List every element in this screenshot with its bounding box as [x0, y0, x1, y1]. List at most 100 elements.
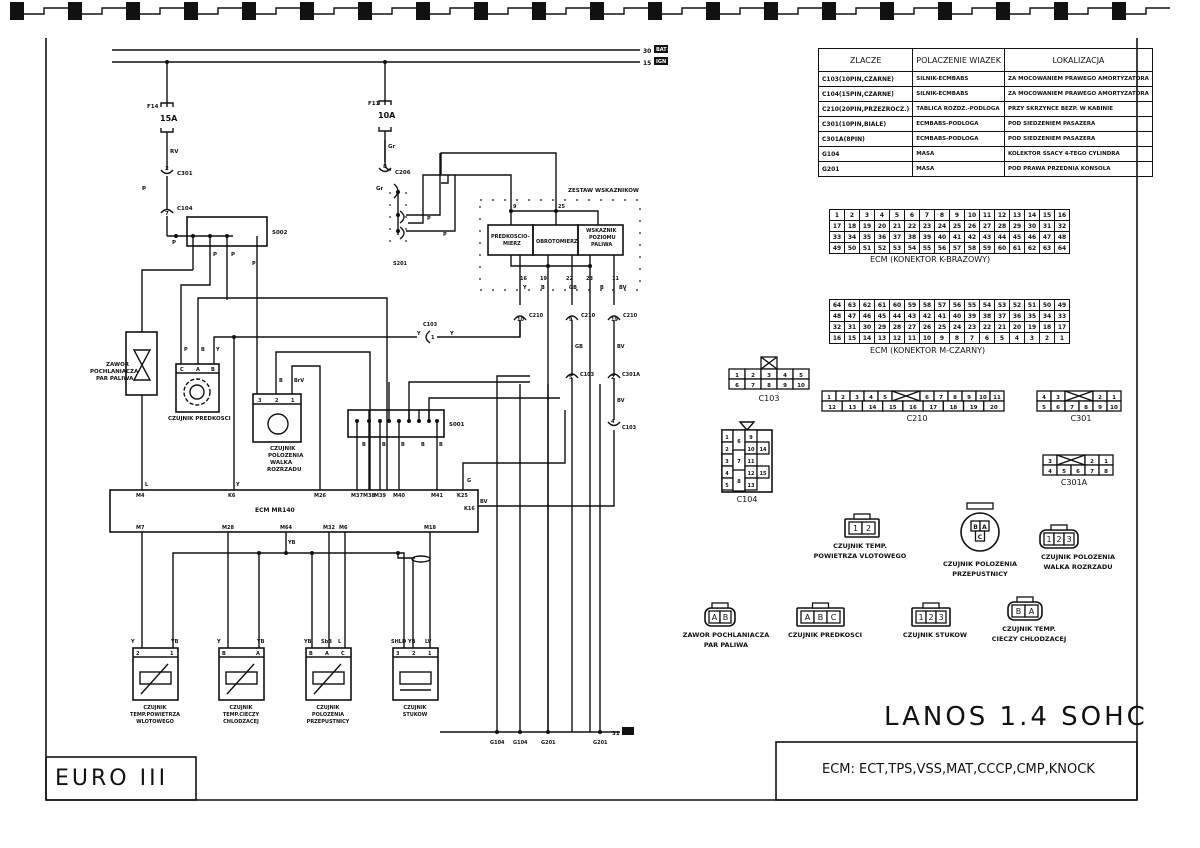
ecm-pin-label: M37	[351, 493, 363, 499]
pin-label: 2	[275, 398, 279, 404]
sensor-plug-label: POWIETRZA VLOTOWEGO	[814, 552, 907, 560]
binder-hole	[1054, 2, 1068, 20]
connector-caption: C104	[737, 495, 758, 504]
pin-label: 10	[748, 447, 755, 453]
pin-label: 2	[611, 375, 615, 381]
sensor-plug-label: PRZEPUSTNICY	[952, 570, 1008, 578]
connector-label: C301A	[622, 372, 640, 378]
wire-label: Gr	[388, 144, 396, 150]
pin-label: 5	[883, 395, 887, 401]
pin-label: 1	[853, 524, 858, 533]
pin-label: 16	[909, 405, 917, 411]
pin-label: 19	[970, 405, 978, 411]
pin-label: 4	[1042, 395, 1046, 401]
connector-label: C210	[529, 313, 544, 319]
pin-label: 2	[928, 613, 933, 622]
ecm-pin-label: M18	[424, 525, 436, 531]
ecm-pin-label: M41	[431, 493, 443, 499]
pin-label: A	[805, 613, 811, 622]
wire-label: YB	[170, 639, 179, 645]
sensor-label: CZUJNIK	[229, 705, 253, 711]
connector-label: C103	[423, 322, 438, 328]
binder-hole	[416, 2, 430, 20]
pin-label: 8	[1104, 469, 1108, 475]
fuse-icon	[160, 102, 174, 107]
connector-c103-icon	[607, 421, 621, 427]
wire-label: P	[231, 252, 235, 258]
wire-label: P	[427, 216, 431, 222]
pin-label: 3	[1066, 535, 1071, 544]
splice-s001	[347, 409, 445, 438]
sensor-label: CHLODZACEJ	[223, 719, 259, 725]
wire-label: SHLD	[391, 639, 406, 645]
pin-label: 11	[748, 459, 755, 465]
pin-label: 7	[165, 211, 169, 217]
vss-label: CZUJNIK PREDKOSCI	[168, 416, 231, 422]
ecm-label: ECM MR140	[255, 507, 295, 514]
pin-label: 1	[170, 651, 174, 657]
splice-label: S002	[272, 230, 288, 236]
pin-label: 3	[938, 613, 943, 622]
wire-label: B	[439, 442, 443, 448]
pin-label: 1	[431, 335, 435, 341]
connector-c103-icon	[565, 373, 579, 379]
ecm-pin-label: K16	[464, 506, 475, 512]
connector-c206-icon	[378, 167, 392, 173]
binder-hole	[126, 2, 140, 20]
sensor-plug-label: CIECZY CHLODZACEJ	[992, 635, 1067, 643]
pin-label: 6	[735, 383, 739, 389]
sensor-plug-label: CZUJNIK POLOZENIA	[1041, 553, 1115, 561]
ecm-pin-label: M40	[393, 493, 405, 499]
tachometer-label: OBROTOMIERZ	[536, 239, 578, 245]
connector-c104-icon	[160, 208, 174, 214]
table-cell: MASA	[912, 161, 1005, 177]
pin-label: 7	[939, 395, 943, 401]
wire-label: GB	[569, 285, 577, 291]
pin-label: 1	[291, 398, 295, 404]
ecm-pin: 6	[979, 332, 995, 344]
sensor-label: TEMP.CIECZY	[223, 712, 260, 718]
pin-label: B	[1016, 607, 1022, 616]
ecm-pin-label: M7	[136, 525, 145, 531]
gnd-tag	[622, 727, 634, 735]
wire-label: B	[382, 442, 386, 448]
wire-label: Y	[235, 482, 240, 488]
connector-caption: C301	[1071, 414, 1092, 423]
ecm-pin-label: M32	[323, 525, 335, 531]
pin-label: 11	[993, 395, 1001, 401]
connector-caption: C301A	[1061, 478, 1088, 487]
emission-label: EURO III	[55, 766, 169, 791]
shield-icon	[411, 555, 431, 563]
connector-label: C103	[622, 425, 637, 431]
pin-label: 15	[760, 471, 767, 477]
binder-hole	[648, 2, 662, 20]
ecm-summary: ECM: ECT,TPS,VSS,MAT,CCCP,CMP,KNOCK	[822, 762, 1095, 777]
ecm-pin-label: M28	[222, 525, 234, 531]
pin-label: 1	[1104, 459, 1108, 465]
wire-label: P	[142, 186, 146, 192]
connector-label: C104	[177, 206, 193, 212]
pin-label: 7	[1090, 469, 1094, 475]
sensor-label: CZUJNIK	[316, 705, 340, 711]
pin-label: 10	[517, 317, 524, 323]
ecm-pin: 33	[1054, 310, 1070, 322]
pin-label: 2	[1090, 459, 1094, 465]
pin-label: 9	[569, 317, 573, 323]
pin-label: 12	[748, 471, 755, 477]
pin-label: 12	[828, 405, 836, 411]
wire-label: P	[252, 261, 256, 267]
variable-resistor-icon	[226, 663, 255, 695]
pin-label: A	[712, 613, 718, 622]
splice-label: S201	[393, 261, 408, 267]
